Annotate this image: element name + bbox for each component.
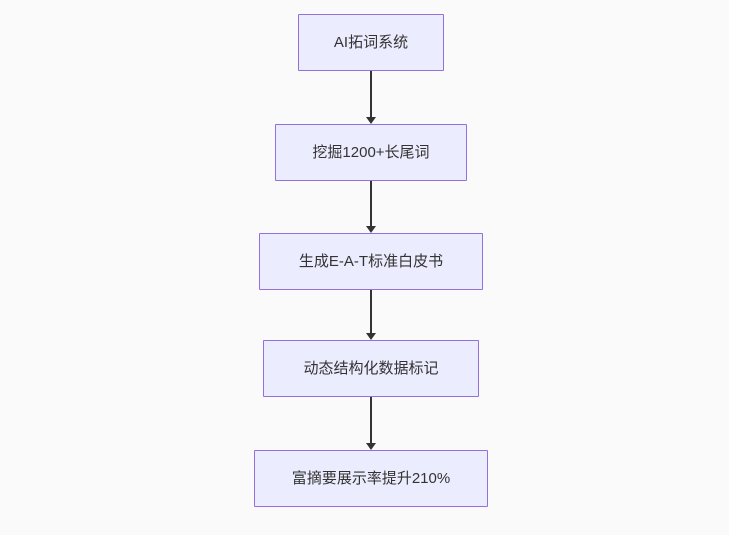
flow-node-label: 挖掘1200+长尾词 (312, 143, 430, 161)
flow-arrow-2 (366, 181, 376, 233)
flow-node-structured-data: 动态结构化数据标记 (263, 340, 479, 397)
arrowhead-down-icon (366, 226, 376, 233)
flow-arrow-4 (366, 397, 376, 450)
flow-node-eat-whitepaper: 生成E-A-T标准白皮书 (259, 233, 483, 290)
flow-node-label: 富摘要展示率提升210% (291, 469, 451, 487)
flow-arrow-3 (366, 290, 376, 340)
flow-node-rich-snippet-result: 富摘要展示率提升210% (254, 450, 488, 507)
flow-node-label: AI拓词系统 (333, 33, 409, 51)
flow-node-label: 生成E-A-T标准白皮书 (298, 252, 444, 270)
arrowhead-down-icon (366, 333, 376, 340)
flow-node-longtail-words: 挖掘1200+长尾词 (275, 124, 467, 181)
flow-arrow-1 (366, 71, 376, 124)
flow-node-label: 动态结构化数据标记 (303, 359, 439, 377)
flow-node-ai-system: AI拓词系统 (298, 14, 444, 71)
arrowhead-down-icon (366, 117, 376, 124)
arrowhead-down-icon (366, 443, 376, 450)
